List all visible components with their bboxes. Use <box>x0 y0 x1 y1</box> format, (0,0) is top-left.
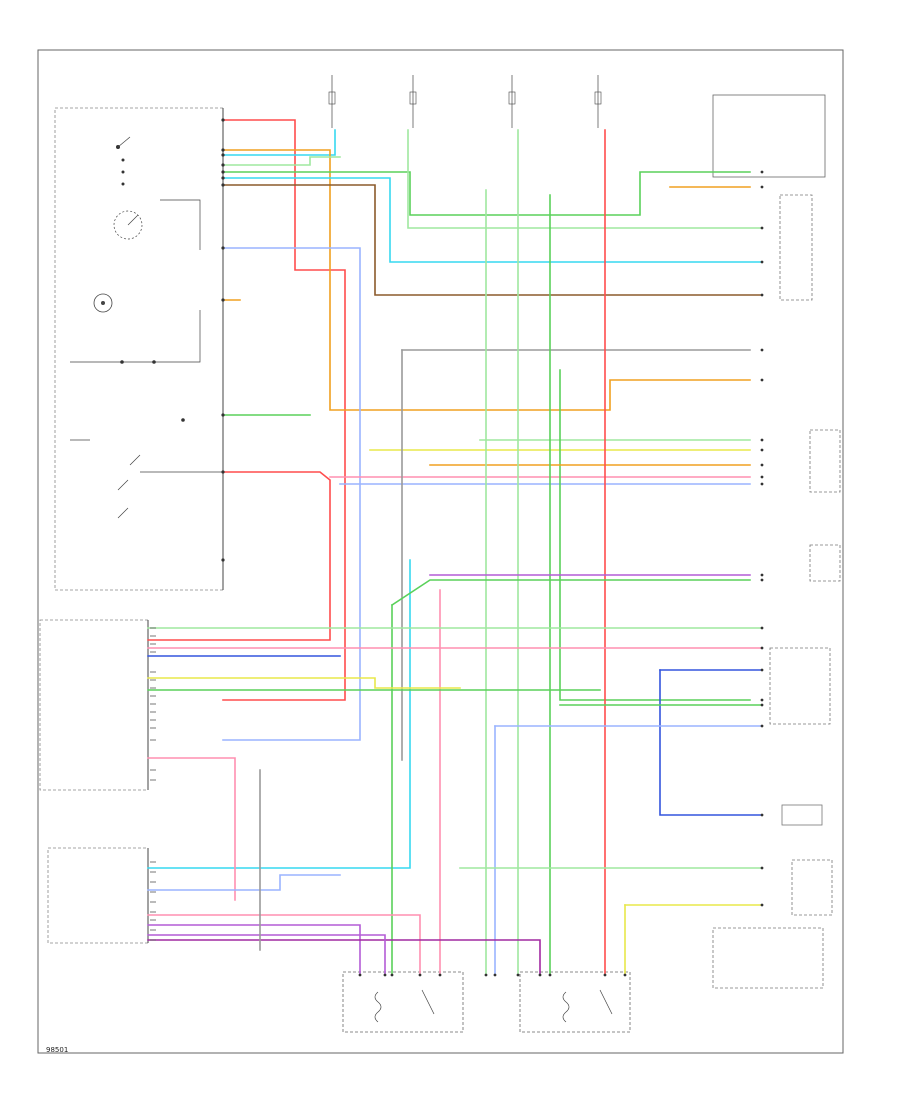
wire-cyan-5 <box>222 177 761 263</box>
connector-dot <box>548 973 552 977</box>
connector-dot <box>383 973 387 977</box>
diagram-frame <box>37 49 844 1054</box>
wire-purple-48 <box>147 939 541 976</box>
connector-dot <box>760 348 764 352</box>
wire-lightgreen-7 <box>407 129 761 229</box>
connector-dot <box>221 413 225 417</box>
connector-dot <box>538 973 542 977</box>
blower-motor-symbol <box>93 293 113 313</box>
wire-green-6 <box>222 171 751 216</box>
connector-dot <box>760 226 764 230</box>
connector-dot <box>760 260 764 264</box>
connector-dot <box>760 646 764 650</box>
wire-lightgreen-4 <box>222 156 341 166</box>
connector-dot <box>760 903 764 907</box>
connector-dot <box>760 463 764 467</box>
connector-dot <box>221 176 225 180</box>
relay-box-right <box>519 971 631 1033</box>
wire-green-29 <box>390 579 751 607</box>
wire-violet-49 <box>147 934 386 976</box>
connector-dot <box>358 973 362 977</box>
wire-brown-8 <box>222 184 761 296</box>
wire-lightblue-10 <box>222 247 361 741</box>
rotary-switch-symbol <box>113 210 143 240</box>
connector-dot <box>760 698 764 702</box>
wire-orange-3 <box>222 149 751 411</box>
component-outlines <box>39 75 841 1033</box>
connector-dot <box>760 482 764 486</box>
connector-dot <box>221 298 225 302</box>
connector-dot <box>603 973 607 977</box>
wire-blue-36 <box>659 669 761 816</box>
connector-dot <box>760 378 764 382</box>
connector-dot <box>493 973 497 977</box>
connector-dot <box>484 973 488 977</box>
connector-dot <box>221 163 225 167</box>
fuse-symbols <box>328 75 602 128</box>
connector-dot <box>221 153 225 157</box>
connector-dot <box>390 973 394 977</box>
pin-markers <box>150 627 156 941</box>
wire-lightblue-42 <box>147 874 341 891</box>
connector-dot <box>760 703 764 707</box>
connector-dot <box>760 170 764 174</box>
relay-box-left <box>342 971 464 1033</box>
connector-dots <box>221 118 764 977</box>
temp-door-actuator-box <box>809 544 841 582</box>
wire-cyan-2 <box>222 129 336 156</box>
relay-coil-symbols <box>374 989 613 1023</box>
connector-dot <box>221 558 225 562</box>
wire-red-1 <box>222 119 346 701</box>
connector-dot <box>221 118 225 122</box>
connector-dot <box>760 438 764 442</box>
connector-dot <box>760 626 764 630</box>
connector-dot <box>438 973 442 977</box>
connector-dot <box>760 475 764 479</box>
low-pressure-sensor-box <box>791 859 833 916</box>
connector-dot <box>760 185 764 189</box>
connector-dot <box>221 246 225 250</box>
connector-dot <box>221 148 225 152</box>
recirc-door-actuator-box <box>809 429 841 493</box>
connector-dot <box>221 170 225 174</box>
wire-pink-41 <box>147 757 236 901</box>
connector-dot <box>760 668 764 672</box>
wire-yellow-35 <box>147 677 461 689</box>
wire-red-13 <box>147 471 331 641</box>
wires <box>147 119 761 976</box>
connector-dot <box>760 724 764 728</box>
connector-dot <box>760 448 764 452</box>
connector-dot <box>418 973 422 977</box>
wire-violet-46 <box>147 924 361 976</box>
connector-dot <box>760 578 764 582</box>
compressor-clutch-box <box>781 804 823 826</box>
connector-dot <box>221 470 225 474</box>
ac-compressor-relay-box <box>712 927 824 989</box>
connector-dot <box>516 973 520 977</box>
connector-dot <box>623 973 627 977</box>
module-internal-wiring <box>70 199 223 519</box>
wire-green-20 <box>559 369 751 701</box>
mode-door-actuator-box <box>779 194 813 301</box>
ac-pressure-switch-box <box>769 647 831 725</box>
connector-dot <box>221 183 225 187</box>
connector-dot <box>760 293 764 297</box>
wire-pink-47 <box>147 914 421 976</box>
connector-dot <box>760 866 764 870</box>
diagram-code: 98501 <box>46 1046 68 1054</box>
blower-switch-symbol <box>116 136 131 186</box>
connector-dot <box>760 813 764 817</box>
connector-dot <box>760 573 764 577</box>
blower-motor-resistor-box <box>712 94 826 178</box>
